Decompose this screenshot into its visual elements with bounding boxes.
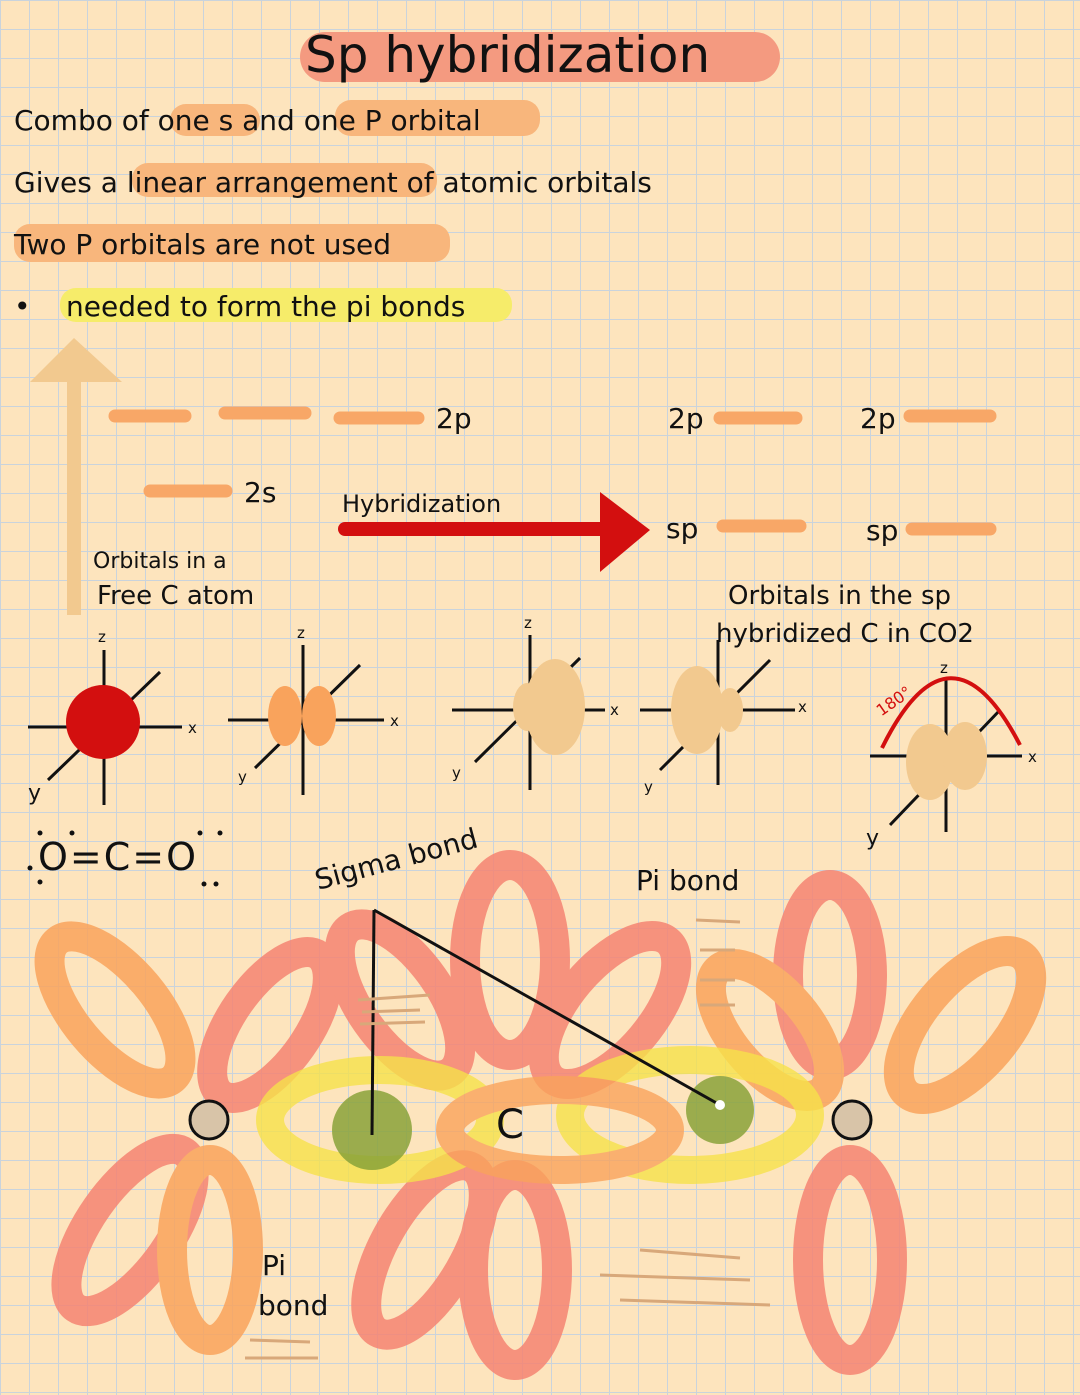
svg-text:y: y — [866, 826, 879, 851]
svg-text:z: z — [940, 659, 948, 677]
svg-text:y: y — [644, 778, 653, 796]
pi-lobes — [34, 850, 1047, 1380]
svg-text:y: y — [28, 781, 41, 806]
oxygen-atom-left — [188, 1099, 230, 1141]
sigma-overlap — [256, 1046, 824, 1184]
label-sp-b: sp — [866, 514, 898, 547]
hatch-marks — [245, 918, 771, 1360]
s-orbital — [66, 685, 140, 759]
note-highlight-yellow — [60, 288, 512, 322]
label-2p-hyb-a: 2p — [668, 402, 704, 435]
lone-pair-dots — [27, 830, 223, 887]
axis-labels: z x y z x y z x y x y z x y — [28, 614, 1037, 851]
carbon-atom: C — [496, 1102, 524, 1148]
pi-bond-label-top: Pi bond — [636, 864, 739, 897]
svg-text:y: y — [238, 768, 247, 786]
note-highlight — [132, 163, 437, 197]
pi-bond-label-bottom-1: Pi — [262, 1249, 286, 1282]
axes-sets — [28, 635, 1022, 832]
note-highlight — [170, 104, 260, 136]
hybridization-arrow — [338, 492, 650, 572]
oxygen-atom-right — [831, 1099, 873, 1141]
note-line-2: Gives a linear arrangement of atomic orb… — [14, 166, 652, 199]
svg-text:x: x — [610, 701, 619, 719]
angle-label: 180° — [873, 682, 915, 720]
svg-text:x: x — [188, 719, 197, 737]
svg-text:x: x — [1028, 748, 1037, 766]
sp-orbitals-co2 — [906, 722, 987, 800]
note-highlight — [335, 100, 540, 136]
p-orbital — [268, 686, 336, 746]
note-line-3: Two P orbitals are not used — [14, 228, 392, 261]
sigma-bond-label: Sigma bond — [311, 822, 481, 897]
svg-text:z: z — [98, 628, 106, 646]
pi-bond-label-bottom-2: bond — [258, 1289, 328, 1322]
svg-text:y: y — [452, 764, 461, 782]
energy-levels — [108, 406, 997, 536]
energy-arrow — [30, 338, 122, 615]
label-2s: 2s — [244, 476, 276, 509]
free-atom-caption-1: Orbitals in a — [93, 549, 227, 574]
hybrid-caption-1: Orbitals in the sp — [728, 581, 951, 611]
title-highlight — [300, 32, 780, 82]
svg-text:x: x — [390, 712, 399, 730]
label-2p-hyb-b: 2p — [860, 402, 896, 435]
label-2p: 2p — [436, 402, 472, 435]
note-highlight — [14, 224, 450, 262]
svg-text:z: z — [297, 624, 305, 642]
structure-text: O=C=O — [38, 835, 198, 879]
svg-text:z: z — [524, 614, 532, 632]
page-title: Sp hybridization — [305, 26, 711, 84]
sp-hybrid-orbital — [671, 666, 743, 754]
hybrid-caption-2: hybridized C in CO2 — [716, 619, 974, 649]
note-line-1: Combo of one s and one P orbital — [14, 104, 481, 137]
note-line-4: needed to form the pi bonds — [66, 290, 466, 323]
hybridization-label: Hybridization — [342, 490, 501, 518]
lewis-structure: O=C=O — [27, 830, 223, 887]
svg-text:x: x — [798, 698, 807, 716]
free-atom-caption-2: Free C atom — [97, 581, 254, 611]
bullet: • — [14, 290, 31, 323]
bond-angle-arc — [880, 676, 1022, 749]
sp-hybrid-orbital — [513, 659, 585, 755]
label-sp-a: sp — [666, 512, 698, 545]
